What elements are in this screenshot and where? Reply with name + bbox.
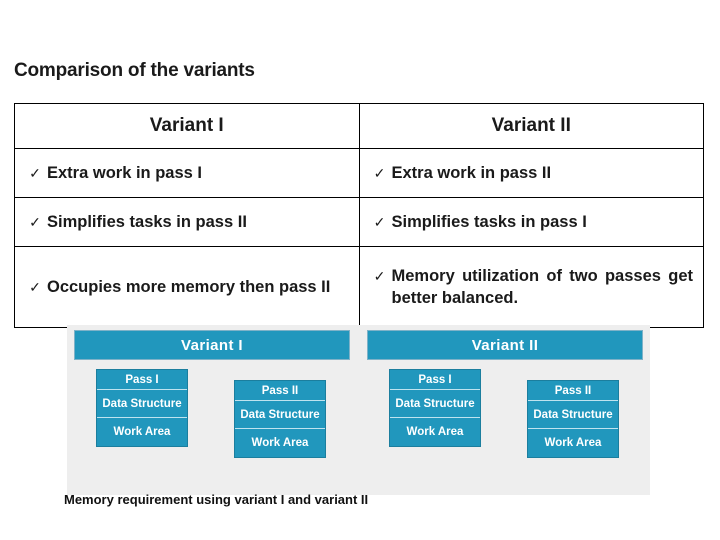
table-header-row: Variant I Variant II <box>14 103 704 149</box>
bullet-line-1: Memory utilization of two passes get <box>392 265 694 287</box>
header-label: Variant II <box>491 115 571 136</box>
diagram-header-variant-i: Variant I <box>74 330 350 360</box>
diagram-block-pass-ii: Pass II Data Structure Work Area <box>527 380 619 458</box>
diagram-header-variant-ii: Variant II <box>367 330 643 360</box>
bullet-label: Extra work in pass I <box>47 164 202 182</box>
bullet-row: ✓ Occupies more memory then pass II <box>23 276 349 298</box>
check-icon: ✓ <box>373 268 386 284</box>
segment-label: Work Area <box>406 426 464 438</box>
check-icon: ✓ <box>29 279 41 295</box>
page-title: Comparison of the variants <box>14 60 255 81</box>
segment-label: Data Structure <box>97 390 187 418</box>
table-header-variant-i: Variant I <box>14 103 360 149</box>
diagram-caption: Memory requirement using variant I and v… <box>64 492 369 507</box>
segment-label: Data Structure <box>528 401 618 429</box>
cell-variant-ii-point-3: ✓ Memory utilization of two passes get b… <box>358 246 704 328</box>
bullet-label: Memory utilization of two passes get bet… <box>392 265 694 309</box>
table-row: ✓ Extra work in pass I ✓ Extra work in p… <box>14 148 704 198</box>
bullet-label: Extra work in pass II <box>391 164 552 182</box>
header-label: Variant I <box>149 115 224 136</box>
bullet-label: Simplifies tasks in pass II <box>47 213 247 231</box>
word: of <box>546 267 562 285</box>
word: utilization <box>462 267 540 285</box>
bullet-row: ✓ Simplifies tasks in pass I <box>368 211 694 233</box>
cell-variant-i-point-1: ✓ Extra work in pass I <box>14 148 360 198</box>
comparison-table: Variant I Variant II ✓ Extra work in pas… <box>14 103 704 328</box>
diagram-block-pass-i: Pass I Data Structure Work Area <box>389 369 481 447</box>
word: get <box>668 267 693 285</box>
bullet-row: ✓ Extra work in pass II <box>368 162 694 184</box>
diagram-panel-variant-i: Variant I Pass I Data Structure Work Are… <box>74 325 350 495</box>
segment-label: Work Area <box>113 426 171 438</box>
segment-label: Pass II <box>528 381 618 401</box>
bullet-label: Occupies more memory then pass II <box>47 278 331 296</box>
cell-variant-ii-point-1: ✓ Extra work in pass II <box>358 148 704 198</box>
cell-variant-i-point-2: ✓ Simplifies tasks in pass II <box>14 197 360 247</box>
segment-label: Work Area <box>251 437 309 449</box>
segment-label: Work Area <box>544 437 602 449</box>
bullet-line-2: better balanced. <box>391 289 519 307</box>
segment-label: Pass I <box>97 370 187 390</box>
bullet-row: ✓ Extra work in pass I <box>23 162 349 184</box>
table-row: ✓ Occupies more memory then pass II ✓ Me… <box>14 246 704 328</box>
word: Memory <box>391 267 455 285</box>
check-icon: ✓ <box>29 214 41 230</box>
diagram-block-pass-i: Pass I Data Structure Work Area <box>96 369 188 447</box>
cell-variant-i-point-3: ✓ Occupies more memory then pass II <box>14 246 360 328</box>
segment-label: Data Structure <box>390 390 480 418</box>
diagram-header-label: Variant II <box>471 336 539 354</box>
memory-requirement-diagram: Variant I Pass I Data Structure Work Are… <box>67 325 650 495</box>
diagram-panel-variant-ii: Variant II Pass I Data Structure Work Ar… <box>367 325 643 495</box>
table-row: ✓ Simplifies tasks in pass II ✓ Simplifi… <box>14 197 704 247</box>
check-icon: ✓ <box>373 165 386 181</box>
check-icon: ✓ <box>373 214 386 230</box>
segment-label: Pass II <box>235 381 325 401</box>
diagram-block-pass-ii: Pass II Data Structure Work Area <box>234 380 326 458</box>
check-icon: ✓ <box>29 165 41 181</box>
bullet-label: Simplifies tasks in pass I <box>391 213 587 231</box>
segment-label: Data Structure <box>235 401 325 429</box>
diagram-header-label: Variant I <box>181 336 243 354</box>
segment-label: Pass I <box>390 370 480 390</box>
word: passes <box>604 267 661 285</box>
cell-variant-ii-point-2: ✓ Simplifies tasks in pass I <box>358 197 704 247</box>
word: two <box>569 267 598 285</box>
bullet-row: ✓ Memory utilization of two passes get b… <box>368 265 694 309</box>
table-header-variant-ii: Variant II <box>358 103 704 149</box>
bullet-row: ✓ Simplifies tasks in pass II <box>23 211 349 233</box>
